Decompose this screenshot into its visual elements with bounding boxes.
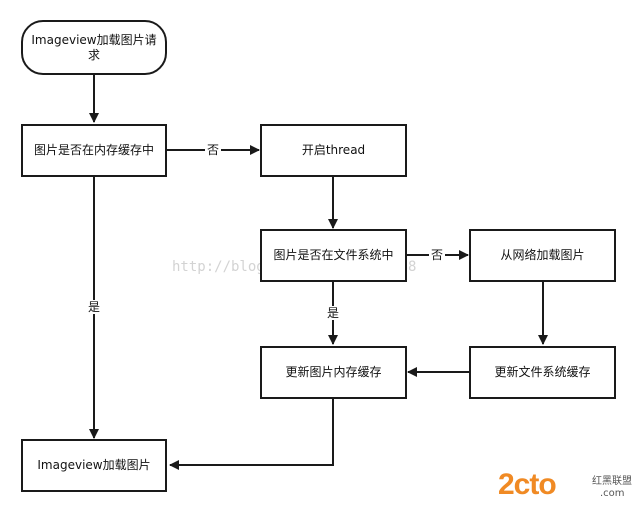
load-image-node: Imageview加载图片 (21, 439, 167, 492)
start-node: Imageview加载图片请求 (21, 20, 167, 75)
check-memory-node-label: 图片是否在内存缓存中 (33, 143, 154, 157)
logo-domain-text: .com (600, 488, 625, 499)
update-file-cache-node: 更新文件系统缓存 (469, 346, 616, 399)
edge-label-memory-yes: 是 (86, 300, 103, 314)
check-memory-node: 图片是否在内存缓存中 (21, 124, 167, 177)
edge-label-file-yes: 是 (325, 306, 342, 320)
check-file-node: 图片是否在文件系统中 (260, 229, 407, 282)
update-file-cache-node-label: 更新文件系统缓存 (494, 365, 591, 379)
start-thread-node-label: 开启thread (301, 143, 366, 157)
load-image-node-label: Imageview加载图片 (37, 458, 151, 472)
update-memory-cache-node-label: 更新图片内存缓存 (285, 365, 382, 379)
start-thread-node: 开启thread (260, 124, 407, 177)
load-network-node-label: 从网络加载图片 (500, 248, 585, 262)
arrow-memory-update-to-load-image (169, 399, 334, 470)
load-network-node: 从网络加载图片 (469, 229, 616, 282)
update-memory-cache-node: 更新图片内存缓存 (260, 346, 407, 399)
logo-cn-text: 红黑联盟 (592, 476, 632, 487)
logo-mark: 2cto (498, 468, 557, 501)
site-logo: 2cto 红黑联盟 .com (498, 466, 636, 512)
edge-label-file-no: 否 (429, 248, 446, 262)
edge-label-memory-no: 否 (205, 143, 222, 157)
start-node-label: Imageview加载图片请求 (31, 32, 157, 62)
check-file-node-label: 图片是否在文件系统中 (273, 248, 394, 262)
